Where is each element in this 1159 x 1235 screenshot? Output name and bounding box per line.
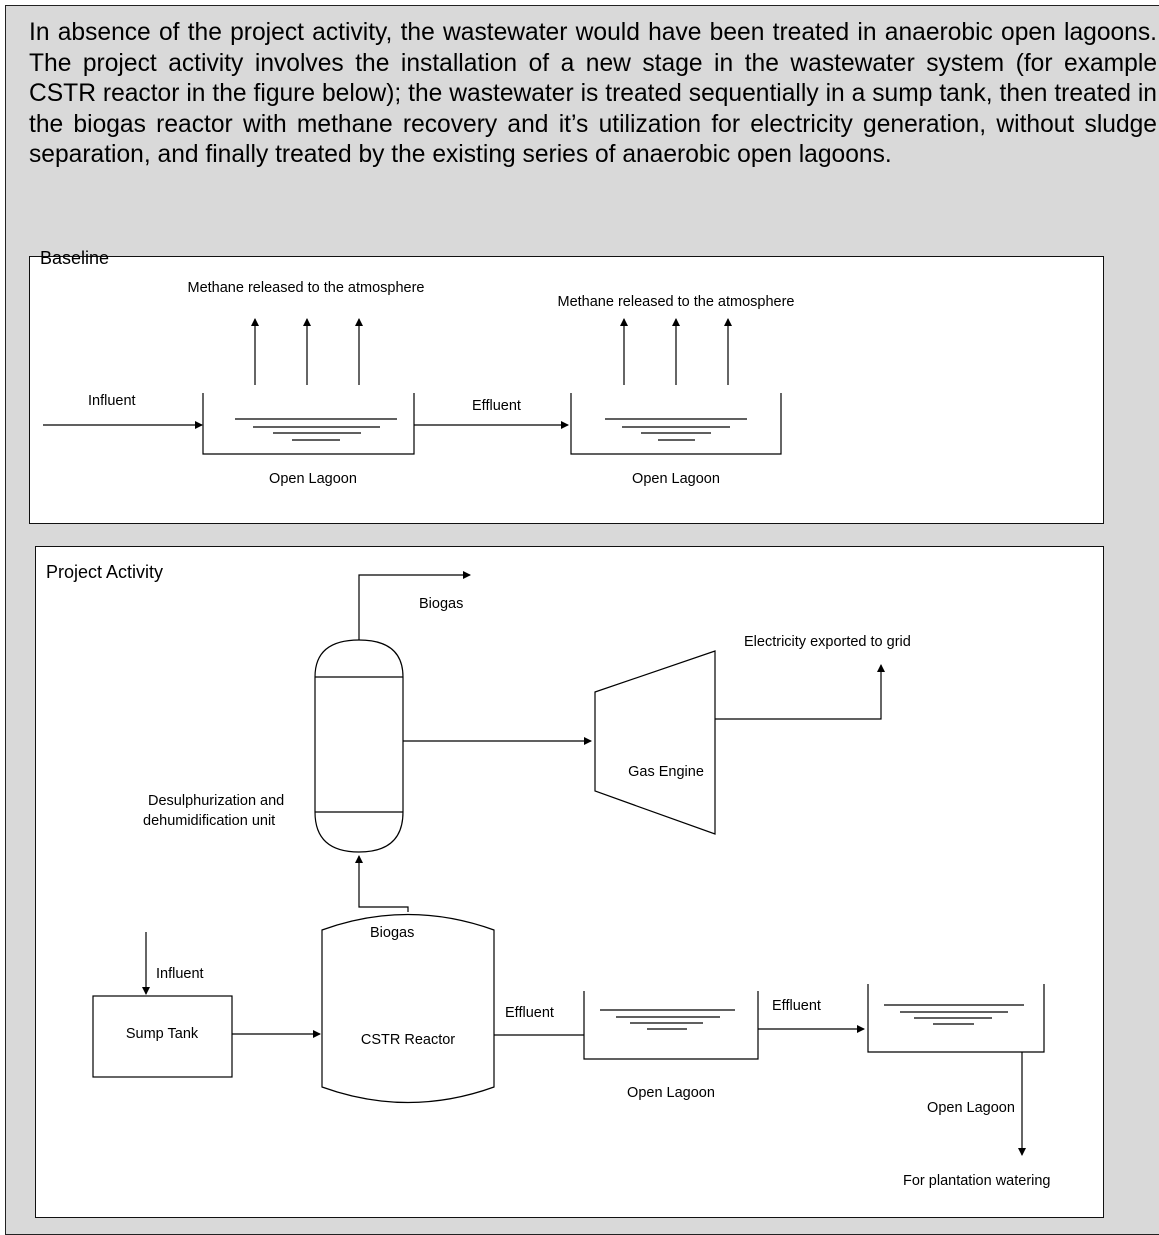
- dehumidification-label: dehumidification unit: [143, 813, 276, 829]
- effluent-label: Effluent: [772, 998, 821, 1014]
- intro-paragraph: In absence of the project activity, the …: [29, 19, 1157, 168]
- lagoon-label: Open Lagoon: [627, 1085, 715, 1101]
- lagoon-label: Open Lagoon: [927, 1100, 1015, 1116]
- lagoon-label: Open Lagoon: [269, 471, 357, 487]
- electricity-label: Electricity exported to grid: [744, 634, 911, 650]
- methane-label: Methane released to the atmosphere: [187, 280, 425, 296]
- project-activity-title: Project Activity: [46, 562, 164, 582]
- gas-engine-label: Gas Engine: [628, 764, 704, 780]
- biogas-to-unit-arrow: [355, 855, 409, 912]
- influent-label: Influent: [88, 393, 136, 409]
- methane-label: Methane released to the atmosphere: [557, 294, 795, 310]
- biogas-label: Biogas: [419, 596, 464, 612]
- sump-tank: [92, 995, 233, 1078]
- document-frame: In absence of the project activity, the …: [5, 5, 1159, 1235]
- cstr-reactor-label: CSTR Reactor: [360, 1032, 456, 1048]
- gas-engine: [594, 650, 716, 835]
- lagoon-label: Open Lagoon: [632, 471, 720, 487]
- open-lagoon-2: [867, 984, 1045, 1053]
- sump-tank-label: Sump Tank: [125, 1026, 199, 1042]
- baseline-diagram: [43, 318, 782, 455]
- open-lagoon-1: [202, 393, 415, 455]
- biogas-outlet-arrow: [358, 571, 471, 640]
- baseline-title: Baseline: [40, 248, 110, 268]
- effluent-label: Effluent: [505, 1005, 554, 1021]
- cstr-reactor: [321, 913, 495, 1104]
- effluent-label: Effluent: [472, 398, 521, 414]
- open-lagoon-1: [583, 991, 759, 1060]
- electricity-arrow: [715, 664, 885, 720]
- influent-label: Influent: [156, 966, 204, 982]
- project-activity-panel: Project Activity Biogas Electricity expo…: [35, 546, 1104, 1218]
- biogas-label: Biogas: [370, 925, 415, 941]
- desulphurization-label: Desulphurization and: [148, 793, 285, 809]
- plantation-label: For plantation watering: [903, 1173, 1051, 1189]
- baseline-panel: Baseline Methane released to the atmosph…: [29, 248, 1104, 524]
- open-lagoon-2: [570, 393, 782, 455]
- project-diagram: [92, 571, 1045, 1156]
- desulphurization-unit: [314, 639, 404, 853]
